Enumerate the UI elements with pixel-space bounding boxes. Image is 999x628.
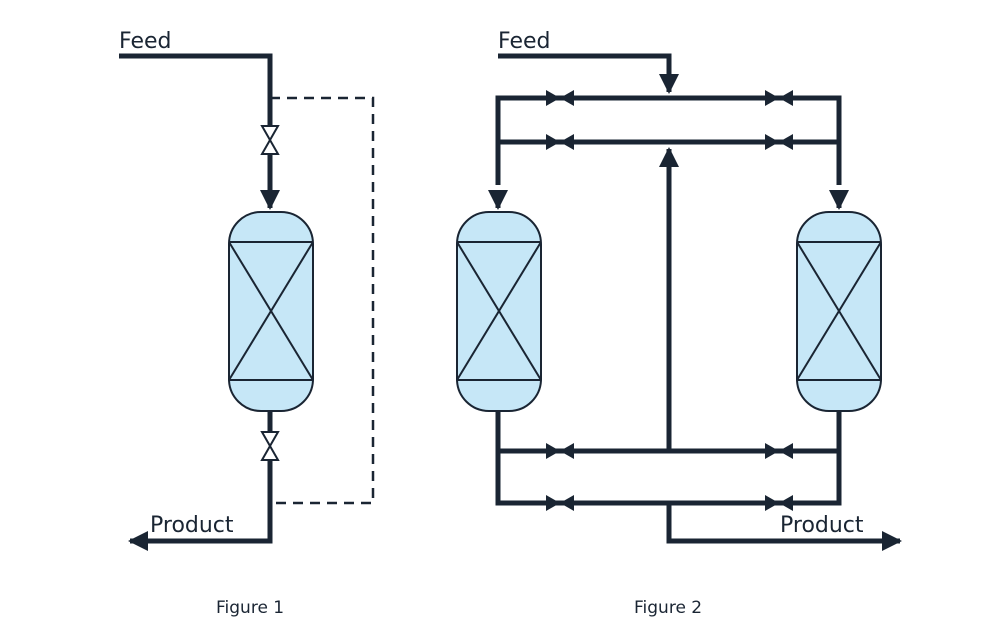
valve-icon	[546, 443, 574, 459]
fig1-product-label: Product	[150, 513, 234, 538]
valve-icon	[765, 443, 793, 459]
fig2-left-vessel-icon	[456, 211, 542, 412]
valve-icon	[765, 134, 793, 150]
valve-icon	[765, 90, 793, 106]
fig2-product-label: Product	[780, 513, 864, 538]
fig2-valves	[546, 90, 793, 511]
fig1-feed-label: Feed	[119, 29, 172, 54]
fig1-bottom-valve-icon	[260, 431, 280, 461]
figure-1-caption: Figure 1	[216, 598, 284, 618]
valve-icon	[546, 495, 574, 511]
fig1-bypass-dashed-line	[270, 96, 375, 505]
fig2-feed-label: Feed	[498, 29, 551, 54]
figure-2-caption: Figure 2	[634, 598, 702, 618]
fig1-product-line	[128, 411, 273, 551]
figure-2: Feed	[456, 29, 902, 618]
fig1-vessel-icon	[228, 211, 314, 412]
fig1-feed-line	[119, 53, 280, 210]
valve-icon	[765, 495, 793, 511]
valve-icon	[546, 90, 574, 106]
fig1-top-valve-icon	[260, 125, 280, 155]
fig2-right-vessel-icon	[796, 211, 882, 412]
figure-1: Feed Product Figure 1	[119, 29, 375, 618]
valve-icon	[546, 134, 574, 150]
